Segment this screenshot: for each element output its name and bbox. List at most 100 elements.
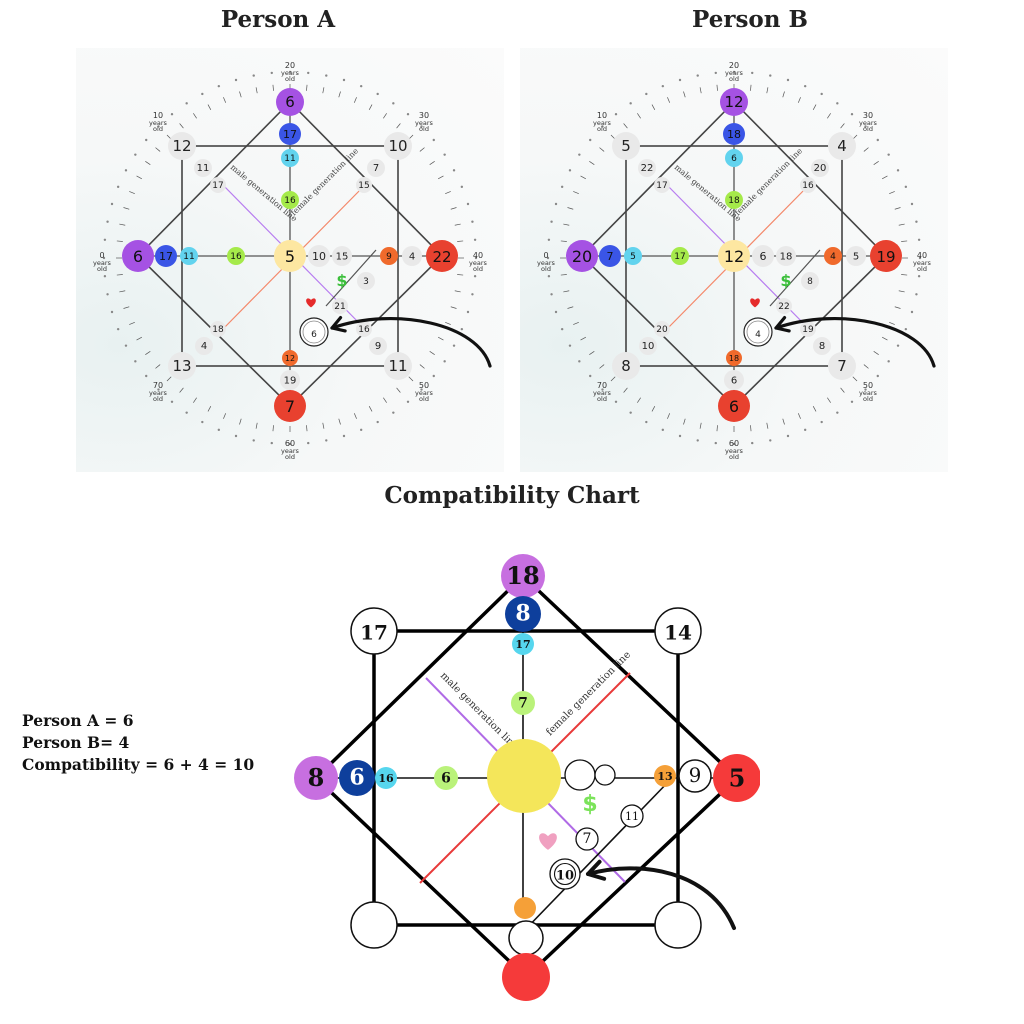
node-center-label: 5: [285, 247, 295, 266]
node-arrow-target: [299, 317, 329, 347]
node-love-label: 7: [583, 831, 592, 847]
node-bottom-inner-label: 6: [731, 376, 737, 387]
age-label-years: years: [93, 259, 112, 267]
age-label-old: old: [597, 125, 607, 133]
node-top-right: [828, 132, 856, 160]
age-label-old: old: [153, 125, 163, 133]
node-arrow-target-ring: [553, 862, 577, 886]
node-love-label: 21: [334, 302, 345, 312]
stats-compatibility: Compatibility = 6 + 4 = 10: [22, 755, 255, 774]
age-dot: [629, 102, 632, 105]
age-tick: [322, 87, 325, 94]
age-dot: [550, 220, 553, 223]
age-tick: [699, 422, 702, 429]
age-dot: [560, 327, 564, 331]
node-right-inner: [402, 246, 422, 266]
age-tick: [123, 207, 130, 210]
age-dot: [288, 442, 292, 446]
age-dot: [836, 411, 839, 414]
node-center-right2: [776, 246, 796, 266]
age-label-years: years: [725, 69, 744, 77]
node-bottom-left-inner-label: 4: [201, 341, 207, 352]
age-dot: [614, 400, 618, 403]
age-tick: [454, 223, 461, 226]
pointer-arrow-head: [774, 316, 791, 333]
node-top-right-label: 4: [837, 137, 847, 155]
age-label-0: 0: [99, 251, 104, 260]
node-money: [620, 804, 644, 828]
age-dot: [714, 441, 717, 445]
age-dot: [473, 275, 477, 278]
node-top-label: 12: [724, 93, 743, 111]
age-dot: [751, 71, 754, 75]
age-tick: [623, 123, 628, 129]
node-bottom: [718, 390, 750, 422]
dollar-sign: $: [336, 271, 347, 290]
age-dot: [589, 138, 592, 142]
age-label-old: old: [285, 453, 295, 461]
age-dot: [420, 125, 423, 128]
age-dot: [876, 138, 879, 142]
age-dot: [307, 441, 310, 445]
age-dot: [406, 113, 410, 116]
age-label-10: 10: [597, 111, 607, 120]
age-tick: [563, 223, 570, 226]
age-dot: [568, 344, 572, 347]
node-left-label: 8: [308, 763, 325, 792]
age-label-years: years: [725, 447, 744, 455]
node-right-inner: [678, 759, 712, 793]
age-tick: [901, 240, 908, 242]
age-tick: [145, 351, 151, 355]
node-bottom-inner: [508, 920, 544, 956]
node-right-inner: [846, 246, 866, 266]
age-dot: [103, 275, 107, 278]
age-label-old: old: [729, 453, 739, 461]
money-line: [769, 249, 821, 307]
age-dot: [678, 434, 682, 438]
age-tick: [589, 161, 595, 165]
node-top-left-label: 5: [621, 137, 631, 155]
age-dot: [270, 71, 273, 75]
node-right-inner-label: 5: [853, 252, 859, 263]
node-bottom-left-mid-label: 18: [212, 325, 224, 335]
age-label-old: old: [597, 395, 607, 403]
node-right-mid: [654, 765, 676, 787]
node-left-mid-label: 6: [441, 770, 451, 786]
node-left: [122, 240, 154, 272]
age-tick: [782, 91, 785, 98]
age-dot: [406, 400, 410, 403]
heart-icon: [306, 298, 316, 308]
age-dot: [342, 434, 346, 438]
age-tick: [136, 175, 143, 180]
node-center-right1-label: 6: [760, 250, 767, 263]
node-love: [776, 298, 792, 314]
age-dot: [145, 138, 148, 142]
age-dot: [201, 92, 204, 96]
node-top-left-mid-label: 17: [656, 181, 667, 191]
age-dot: [547, 275, 551, 278]
age-dot: [769, 439, 772, 442]
age-dot: [732, 442, 736, 446]
male-line-label: male generation line: [438, 670, 520, 752]
age-tick: [255, 87, 258, 94]
node-money-label: 8: [807, 277, 813, 287]
age-dot: [452, 344, 456, 347]
age-tick: [255, 422, 258, 429]
age-tick: [651, 405, 656, 412]
age-tick: [457, 274, 464, 276]
node-bottom-left-inner: [195, 337, 213, 355]
node-left-label: 6: [133, 247, 143, 266]
age-dot: [661, 428, 665, 432]
node-bottom-left-inner-label: 10: [642, 341, 655, 352]
age-tick: [567, 306, 574, 309]
age-dot: [452, 169, 456, 172]
age-tick: [306, 425, 308, 432]
pointer-arrow: [330, 316, 492, 368]
money-line: [519, 777, 673, 936]
age-tick: [353, 97, 357, 103]
node-bottom-left-mid-label: 20: [656, 325, 668, 335]
age-tick: [454, 290, 461, 293]
heart-icon: [750, 298, 760, 308]
pointer-arrow: [774, 316, 936, 368]
node-right-mid-label: 4: [830, 252, 836, 262]
